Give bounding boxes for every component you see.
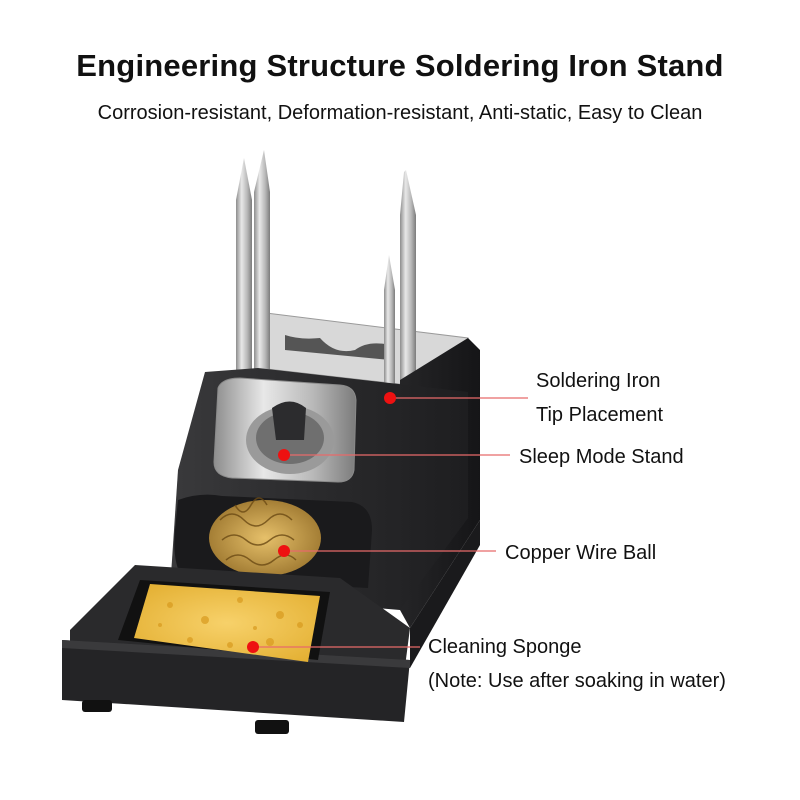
copper-wire-cavity	[174, 494, 372, 588]
cleaning-sponge	[118, 580, 330, 662]
marker-copper-ball	[278, 545, 290, 557]
callout-copper-ball: Copper Wire Ball	[505, 536, 656, 570]
tip-left-1	[236, 158, 252, 370]
marker-sponge	[247, 641, 259, 653]
marker-tip-placement	[384, 392, 396, 404]
page-title: Engineering Structure Soldering Iron Sta…	[76, 48, 724, 83]
tip-right-1	[400, 170, 416, 385]
callout-sponge-line2: (Note: Use after soaking in water)	[428, 670, 726, 692]
callout-sleep-stand-line1: Sleep Mode Stand	[519, 446, 684, 468]
sleep-mode-holder	[213, 377, 357, 483]
tip-left-2	[254, 150, 270, 370]
page-subtitle: Corrosion-resistant, Deformation-resista…	[97, 102, 703, 124]
tip-right-2	[384, 255, 395, 390]
callout-tip-placement: Soldering Iron Tip Placement	[536, 364, 663, 432]
callout-tip-placement-line1: Soldering Iron	[536, 370, 661, 392]
callout-tip-placement-line2: Tip Placement	[536, 404, 664, 426]
leader-lines	[253, 397, 528, 648]
marker-sleep-stand	[278, 449, 290, 461]
callout-copper-ball-line1: Copper Wire Ball	[505, 542, 657, 564]
callout-sponge-line1: Cleaning Sponge	[428, 636, 582, 658]
callout-sponge: Cleaning Sponge (Note: Use after soaking…	[428, 630, 726, 698]
callout-sleep-stand: Sleep Mode Stand	[519, 440, 684, 474]
